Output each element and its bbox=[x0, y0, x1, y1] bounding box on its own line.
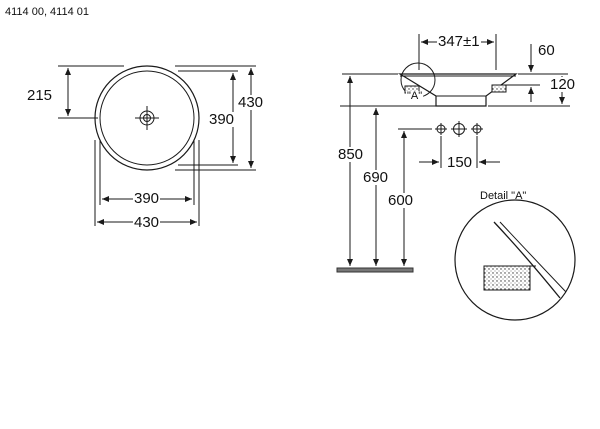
detail-a-marker: "A" bbox=[406, 90, 424, 102]
side-view bbox=[336, 34, 570, 273]
dim-label-390-horizontal: 390 bbox=[133, 190, 161, 207]
dim-label-690: 690 bbox=[362, 169, 390, 186]
detail-basin-wall bbox=[493, 221, 561, 299]
dim-label-120: 120 bbox=[549, 76, 577, 93]
dim-label-850: 850 bbox=[337, 146, 365, 163]
drain-symbol bbox=[135, 106, 159, 130]
detail-a-view bbox=[454, 199, 576, 321]
dim-label-150: 150 bbox=[446, 154, 474, 171]
detail-a-title: Detail "A" bbox=[480, 190, 527, 202]
dim-label-60: 60 bbox=[537, 42, 556, 59]
floor-line bbox=[336, 267, 414, 273]
detail-a-outline bbox=[454, 199, 576, 321]
dim-label-347: 347±1 bbox=[437, 33, 481, 50]
basin-inner-circle bbox=[99, 70, 195, 166]
dim-label-430-horizontal: 430 bbox=[133, 214, 161, 231]
right-seal-hatch bbox=[491, 84, 507, 93]
detail-countertop-hatch bbox=[483, 265, 531, 291]
dim-label-600: 600 bbox=[387, 192, 415, 209]
wall-tap-holes bbox=[435, 121, 483, 137]
dim-label-430-vertical: 430 bbox=[237, 94, 265, 111]
model-codes: 4114 00, 4114 01 bbox=[5, 6, 90, 18]
dim-label-215: 215 bbox=[26, 87, 54, 104]
dim-label-390-vertical: 390 bbox=[208, 111, 236, 128]
detail-basin-inner bbox=[499, 221, 567, 293]
